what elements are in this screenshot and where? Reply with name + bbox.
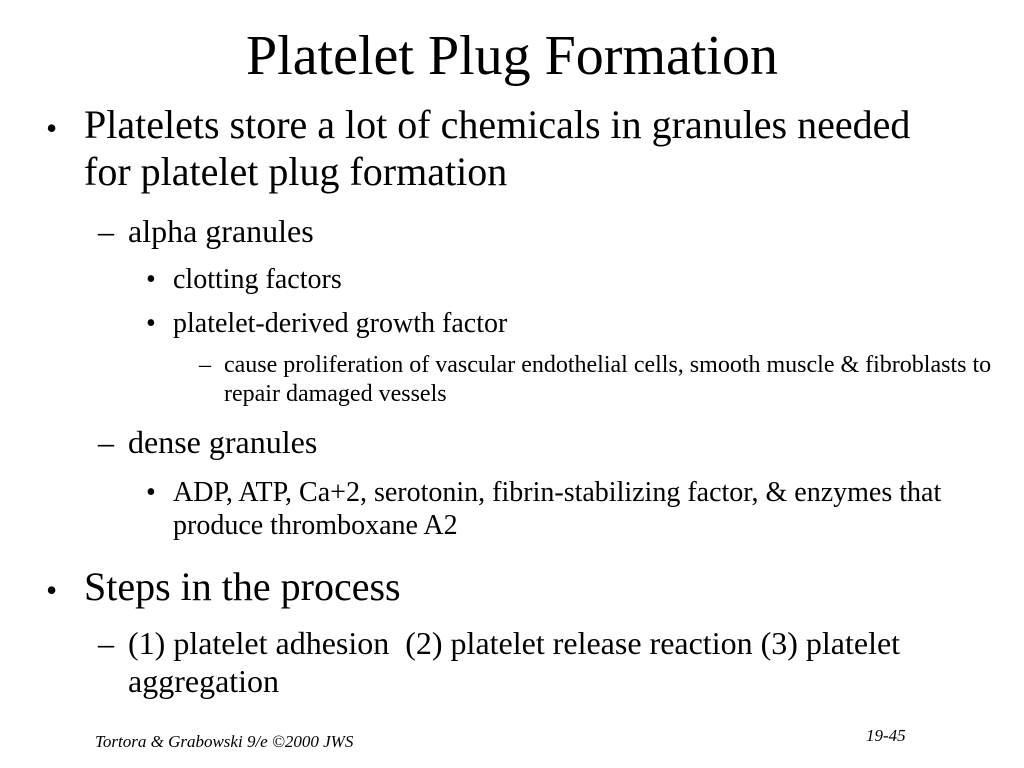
bullet-steps-in-process: • Steps in the process — [46, 563, 984, 610]
bullet-clotting-factors: • clotting factors — [146, 263, 973, 296]
bullet-process-steps: – (1) platelet adhesion (2) platelet rel… — [98, 624, 988, 700]
bullet-platelets-store: • Platelets store a lot of chemicals in … — [46, 101, 914, 195]
dash-marker: – — [98, 424, 114, 460]
dash-marker: – — [199, 352, 211, 378]
bullet-marker: • — [146, 264, 156, 295]
bullet-dense-granules: – dense granules — [98, 423, 928, 461]
bullet-marker: • — [46, 110, 58, 146]
bullet-marker: • — [146, 308, 156, 339]
bullet-cause-proliferation: – cause proliferation of vascular endoth… — [199, 351, 1004, 409]
slide-title: Platelet Plug Formation — [246, 25, 778, 87]
bullet-adp-atp: • ADP, ATP, Ca+2, serotonin, fibrin-stab… — [146, 476, 973, 542]
bullet-alpha-granules: – alpha granules — [98, 212, 928, 250]
bullet-text: ADP, ATP, Ca+2, serotonin, fibrin-stabil… — [173, 477, 942, 541]
footer-page-number: 19-45 — [866, 726, 906, 745]
footer-citation: Tortora & Grabowski 9/e ©2000 JWS — [95, 732, 354, 751]
bullet-text: Platelets store a lot of chemicals in gr… — [84, 102, 911, 194]
bullet-text: clotting factors — [173, 264, 342, 295]
dash-marker: – — [98, 625, 114, 661]
bullet-text: cause proliferation of vascular endothel… — [224, 352, 992, 407]
dash-marker: – — [98, 213, 114, 249]
bullet-text: alpha granules — [128, 213, 314, 249]
bullet-platelet-derived-growth-factor: • platelet-derived growth factor — [146, 307, 973, 340]
bullet-text: dense granules — [128, 424, 318, 460]
bullet-marker: • — [146, 477, 156, 508]
bullet-marker: • — [46, 572, 58, 608]
bullet-text: (1) platelet adhesion (2) platelet relea… — [128, 625, 909, 699]
bullet-text: platelet-derived growth factor — [173, 308, 508, 339]
bullet-text: Steps in the process — [84, 564, 401, 609]
